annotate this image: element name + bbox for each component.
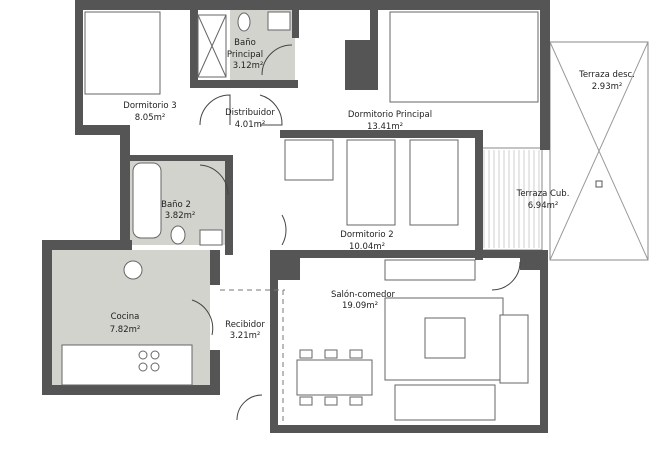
walls — [42, 0, 550, 433]
room-area: 4.01m² — [235, 120, 266, 130]
room-labels: Dormitorio 3 8.05m² Baño Principal 3.12m… — [110, 38, 635, 341]
room-name: Principal — [227, 50, 263, 60]
terraza-desc-outline — [549, 41, 649, 261]
tv-unit — [384, 259, 476, 281]
room-name: Dormitorio 2 — [340, 230, 393, 240]
room-area: 13.41m² — [367, 122, 403, 132]
room-name: Baño 2 — [161, 200, 191, 210]
terraza-desc-slope-line — [549, 41, 649, 261]
rug — [384, 297, 504, 381]
bed-d2-b — [346, 139, 396, 226]
armchair — [499, 314, 529, 384]
coffee-table — [424, 317, 466, 359]
room-area: 6.94m² — [528, 201, 559, 211]
washing-machine — [123, 260, 143, 280]
drain-icon — [595, 180, 603, 188]
room-area: 3.12m² — [233, 61, 264, 71]
sofa — [394, 384, 496, 421]
room-name: Salón-comedor — [331, 289, 396, 300]
room-name: Baño — [234, 38, 256, 48]
sink-principal — [267, 11, 291, 31]
room-area: 7.82m² — [110, 325, 141, 335]
room-area: 10.04m² — [349, 242, 385, 252]
room-name: Dormitorio Principal — [348, 110, 432, 120]
room-area: 19.09m² — [342, 301, 378, 311]
room-area: 3.21m² — [230, 331, 261, 341]
dining-table — [296, 359, 373, 396]
room-name: Distribuidor — [225, 108, 275, 118]
room-name: Dormitorio 3 — [123, 101, 176, 111]
bed-principal — [389, 11, 539, 103]
room-area: 2.93m² — [592, 82, 623, 92]
furniture — [61, 11, 539, 421]
bed-dormitorio3 — [84, 11, 161, 95]
room-name: Terraza desc. — [578, 70, 635, 80]
toilet-principal — [237, 12, 251, 32]
room-area: 8.05m² — [135, 113, 166, 123]
terraza-cub-hatch — [483, 150, 540, 248]
room-area: 3.82m² — [165, 211, 196, 221]
room-name: Terraza Cub. — [516, 189, 570, 199]
room-name: Recibidor — [225, 320, 265, 330]
room-name: Cocina — [111, 312, 140, 322]
sink-bano2 — [199, 229, 223, 246]
bathtub — [132, 162, 162, 239]
toilet-bano2 — [170, 225, 186, 245]
bed-d2-c — [409, 139, 459, 226]
doors — [191, 44, 521, 421]
kitchen-counter — [61, 344, 193, 386]
bed-d2-a — [284, 139, 334, 181]
